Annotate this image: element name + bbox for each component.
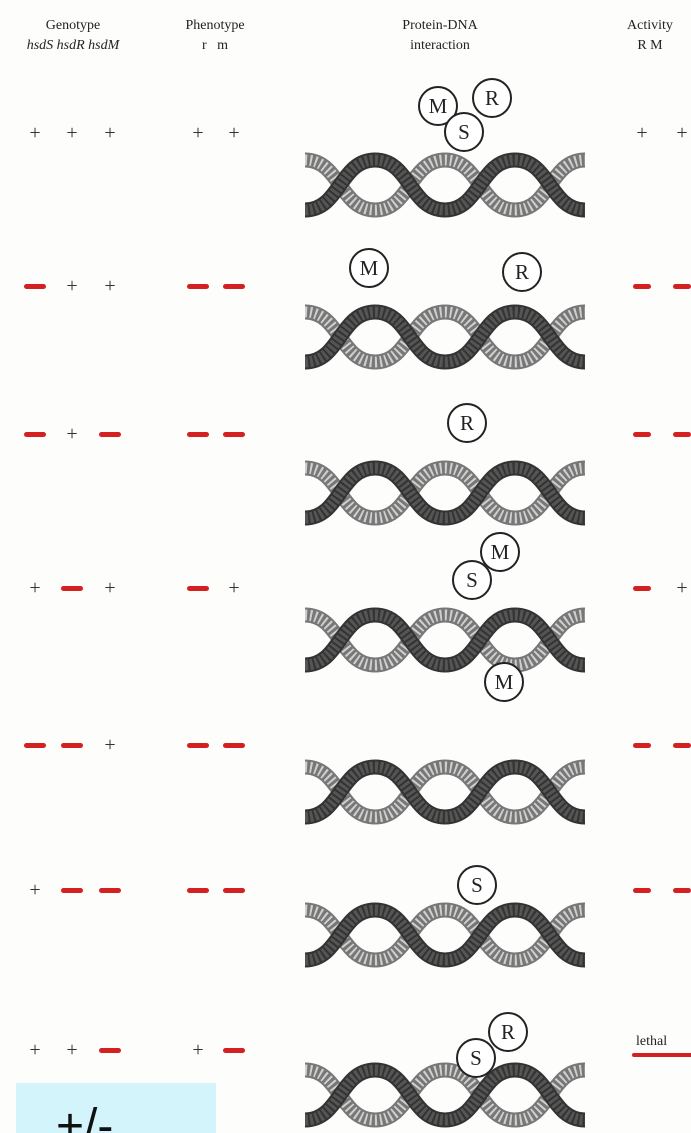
genotype-sign-plus: +	[64, 1040, 80, 1060]
dna-helix	[305, 302, 585, 372]
genotype-sign-plus: +	[102, 123, 118, 143]
dna-helix	[305, 1060, 585, 1130]
activity-sign-minus	[673, 432, 691, 437]
phenotype-sign-minus	[187, 432, 209, 437]
genotype-sign-plus: +	[102, 276, 118, 296]
corner-label: +/-	[16, 1083, 216, 1133]
genotype-subtitle: hsdS hsdR hsdM	[18, 36, 128, 56]
genotype-sign-plus: +	[64, 424, 80, 444]
genotype-sign-plus: +	[27, 880, 43, 900]
phenotype-sign-minus	[223, 888, 245, 893]
protein-dna-header: Protein-DNA interaction	[370, 16, 510, 56]
protein-dna-subtitle: interaction	[370, 36, 510, 56]
protein-s-circle: S	[444, 112, 484, 152]
dna-helix	[305, 757, 585, 827]
genotype-sign-minus	[24, 432, 46, 437]
genotype-sign-minus	[24, 743, 46, 748]
genotype-sign-plus: +	[27, 1040, 43, 1060]
protein-r-circle: R	[472, 78, 512, 118]
phenotype-sign-plus: +	[190, 1040, 206, 1060]
activity-sign-minus	[633, 586, 651, 591]
activity-sign-minus	[673, 743, 691, 748]
phenotype-sign-plus: +	[226, 578, 242, 598]
activity-header: Activity R M	[605, 16, 691, 56]
protein-s-circle: S	[452, 560, 492, 600]
genotype-sign-plus: +	[27, 578, 43, 598]
phenotype-sign-minus	[223, 743, 245, 748]
genotype-sign-plus: +	[27, 123, 43, 143]
genotype-sign-minus	[99, 1048, 121, 1053]
dna-helix	[305, 458, 585, 528]
activity-sign-minus	[633, 743, 651, 748]
activity-title: Activity	[605, 16, 691, 36]
activity-sign-plus: +	[634, 123, 650, 143]
dna-helix	[305, 900, 585, 970]
protein-dna-title: Protein-DNA	[370, 16, 510, 36]
activity-sign-minus	[673, 888, 691, 893]
genotype-title: Genotype	[18, 16, 128, 36]
activity-sign-minus	[633, 888, 651, 893]
genotype-sign-plus: +	[64, 123, 80, 143]
phenotype-header: Phenotype r m	[170, 16, 260, 56]
activity-sign-minus	[633, 284, 651, 289]
protein-r-circle: R	[488, 1012, 528, 1052]
genotype-sign-plus: +	[64, 276, 80, 296]
genotype-sign-minus	[24, 284, 46, 289]
genotype-sign-plus: +	[102, 735, 118, 755]
genotype-sign-minus	[61, 586, 83, 591]
activity-sign-plus: +	[674, 578, 690, 598]
phenotype-sign-minus	[223, 1048, 245, 1053]
phenotype-sign-minus	[187, 586, 209, 591]
protein-s-circle: S	[457, 865, 497, 905]
activity-subtitle: R M	[605, 36, 691, 56]
dna-helix	[305, 605, 585, 675]
protein-s-circle: S	[456, 1038, 496, 1078]
protein-m-circle: M	[484, 662, 524, 702]
genotype-sign-plus: +	[102, 578, 118, 598]
protein-m-circle: M	[349, 248, 389, 288]
phenotype-sign-minus	[223, 432, 245, 437]
lethal-underline	[632, 1053, 691, 1057]
activity-sign-minus	[633, 432, 651, 437]
protein-r-circle: R	[447, 403, 487, 443]
phenotype-sign-minus	[187, 743, 209, 748]
genotype-sign-minus	[61, 743, 83, 748]
phenotype-sign-plus: +	[190, 123, 206, 143]
phenotype-title: Phenotype	[170, 16, 260, 36]
phenotype-sign-plus: +	[226, 123, 242, 143]
protein-r-circle: R	[502, 252, 542, 292]
lethal-label: lethal	[636, 1034, 667, 1050]
phenotype-sign-minus	[187, 888, 209, 893]
genotype-header: Genotype hsdS hsdR hsdM	[18, 16, 128, 56]
phenotype-sign-minus	[223, 284, 245, 289]
phenotype-subtitle: r m	[170, 36, 260, 56]
genotype-sign-minus	[99, 432, 121, 437]
activity-sign-plus: +	[674, 123, 690, 143]
genotype-sign-minus	[61, 888, 83, 893]
phenotype-sign-minus	[187, 284, 209, 289]
activity-sign-minus	[673, 284, 691, 289]
dna-helix	[305, 150, 585, 220]
genotype-sign-minus	[99, 888, 121, 893]
